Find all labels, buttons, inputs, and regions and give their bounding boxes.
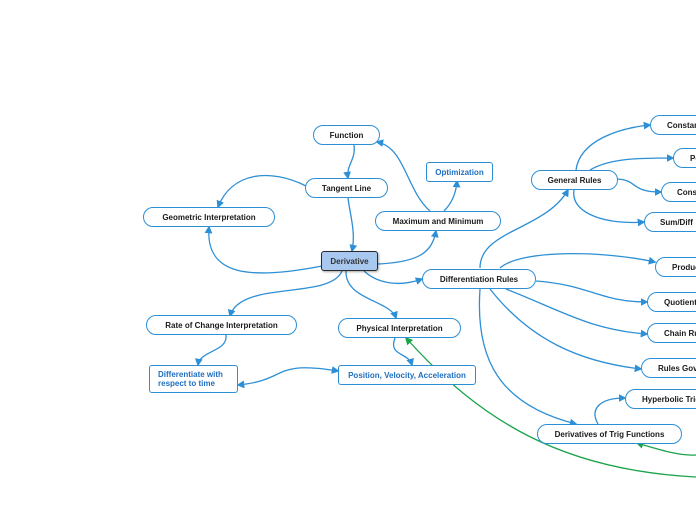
node-physical-interpretation[interactable]: Physical Interpretation (338, 318, 461, 338)
node-tangent-line[interactable]: Tangent Line (305, 178, 388, 198)
edge-rate-differentiate (194, 334, 227, 367)
edge-derivative-rate (227, 270, 343, 318)
node-derivatives-of-trig-functions[interactable]: Derivatives of Trig Functions (537, 424, 682, 444)
edge-tangent-derivative (347, 197, 358, 253)
edge-derivative-diffrules (363, 270, 424, 285)
node-general-rules[interactable]: General Rules (531, 170, 618, 190)
edge-physical-position (392, 337, 414, 367)
node-sum-difference-rule[interactable]: Sum/Diff (644, 212, 696, 232)
edge-trig-hyperbolic (594, 394, 627, 425)
edge-general-power (589, 154, 675, 171)
edge-crosslink-trig (635, 441, 696, 456)
edge-maximum-function (375, 139, 431, 212)
edge-tangent-geometric (216, 174, 307, 209)
edge-diffrules-chain (505, 288, 649, 338)
node-optimization[interactable]: Optimization (426, 162, 493, 182)
edge-diffrules-product (499, 252, 657, 269)
node-constant-multiple-rule[interactable]: Const (661, 182, 696, 202)
edge-diffrules-general (479, 188, 569, 269)
node-maximum-and-minimum[interactable]: Maximum and Minimum (375, 211, 501, 231)
edge-diffrules-trig (478, 288, 578, 427)
node-function[interactable]: Function (313, 125, 380, 145)
node-constant-rule[interactable]: Constan (650, 115, 696, 135)
node-derivative[interactable]: Derivative (321, 251, 378, 271)
edge-diffrules-rulesgov (489, 288, 643, 373)
node-power-rule[interactable]: Po (673, 148, 696, 168)
edge-general-constant (575, 121, 652, 171)
edge-derivative-physical (345, 270, 398, 320)
edge-derivative-maximum (377, 229, 439, 265)
node-differentiation-rules[interactable]: Differentiation Rules (422, 269, 536, 289)
edge-general-constmult (616, 178, 663, 196)
edge-diffrules-quotient (535, 280, 649, 306)
node-quotient-rule[interactable]: Quotient (647, 292, 696, 312)
edge-function-tangent (343, 144, 355, 180)
node-hyperbolic-trig[interactable]: Hyperbolic Trig (625, 389, 696, 409)
node-rate-of-change-interpretation[interactable]: Rate of Change Interpretation (146, 315, 297, 335)
node-geometric-interpretation[interactable]: Geometric Interpretation (143, 207, 275, 227)
node-rules-governing[interactable]: Rules Gove (641, 358, 696, 378)
edge-derivative-geometric (204, 225, 323, 274)
node-differentiate-with-respect-to-time[interactable]: Differentiate with respect to time (149, 365, 238, 393)
node-chain-rule[interactable]: Chain Ru (647, 323, 696, 343)
node-position-velocity-acceleration[interactable]: Position, Velocity, Acceleration (338, 365, 476, 385)
edge-maximum-optimization (443, 179, 461, 212)
node-product-rule[interactable]: Produc (655, 257, 696, 277)
edge-differentiate-position (236, 366, 340, 389)
edge-general-sumdiff (573, 189, 646, 227)
